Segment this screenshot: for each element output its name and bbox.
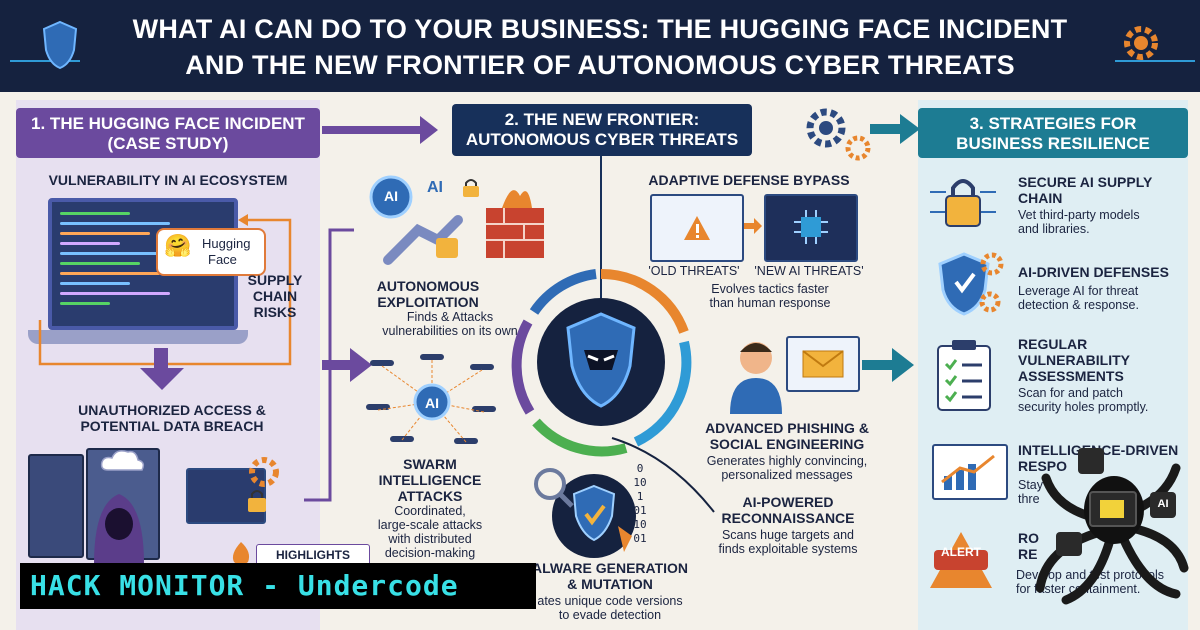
- bubble-text-line1: Hugging: [202, 236, 251, 251]
- ai-label-small: AI: [427, 179, 443, 196]
- flow-connector: [304, 228, 354, 502]
- strategy5-title: RO RE: [1018, 530, 1039, 562]
- arrow-right-icon: [744, 218, 762, 234]
- lock-icon: [463, 179, 479, 197]
- strategy2-title: AI-DRIVEN DEFENSES: [1018, 264, 1169, 280]
- hugging-face-logo-icon: 🤗: [164, 233, 192, 258]
- warning-icon: [684, 216, 710, 240]
- envelope-icon: [802, 350, 844, 378]
- gears-icon: [806, 108, 871, 161]
- arrow-right-icon: [420, 116, 438, 144]
- malware-globe-icon: [534, 468, 636, 558]
- laptop-base: [28, 330, 248, 344]
- recon-title: AI-POWERED RECONNAISSANCE: [721, 494, 855, 526]
- page-title-line2: AND THE NEW FRONTIER OF AUTONOMOUS CYBER…: [185, 50, 1015, 80]
- analytics-monitor-icon: [932, 444, 1008, 500]
- strategy3-title: REGULAR VULNERABILITY ASSESSMENTS: [1018, 336, 1130, 384]
- bypass-title: ADAPTIVE DEFENSE BYPASS: [648, 172, 850, 188]
- recon-connector: [611, 437, 715, 513]
- section1-heading: 1. THE HUGGING FACE INCIDENT (CASE STUDY…: [16, 108, 320, 158]
- phishing-description: Generates highly convincing, personalize…: [706, 454, 868, 482]
- alert-badge-icon: [930, 532, 992, 588]
- padlock-circuit-icon: [930, 179, 996, 227]
- binary-stream: 0 10 1 01 10 01: [633, 462, 647, 545]
- old-threats-screen: [650, 194, 744, 262]
- robot-arm-icon: [383, 215, 463, 265]
- arrow-right-icon: [900, 114, 920, 144]
- new-threats-label: 'NEW AI THREATS': [754, 264, 864, 278]
- trend-chart-icon: [941, 454, 995, 490]
- strategy1-description: Vet third-party models and libraries.: [1018, 208, 1140, 236]
- hugging-face-bubble: 🤗 Hugging Face: [156, 228, 266, 276]
- firewall-icon: [486, 190, 544, 258]
- arrow-connector: [322, 126, 422, 134]
- strategy1-title: SECURE AI SUPPLY CHAIN: [1018, 174, 1153, 206]
- swarm-ai-text: AI: [425, 395, 439, 411]
- bubble-text-line2: Face: [208, 252, 237, 267]
- arrow-connector: [862, 360, 896, 370]
- supply-chain-loop: [38, 214, 292, 366]
- ai-badge-icon: [369, 175, 413, 219]
- swarm-description: Coordinated, large-scale attacks with di…: [377, 504, 483, 560]
- exploit-description: Finds & Attacks vulnerabilities on its o…: [382, 310, 518, 338]
- alert-text: ALERT: [941, 545, 981, 559]
- arrow-down-icon: [140, 368, 184, 390]
- section3-heading: 3. STRATEGIES FOR BUSINESS RESILIENCE: [918, 108, 1188, 158]
- malware-description: ates unique code versions to evade detec…: [537, 594, 683, 622]
- vulnerability-label: VULNERABILITY IN AI ECOSYSTEM: [48, 172, 288, 188]
- lock-icon: [248, 490, 266, 512]
- arrow-down-shaft: [154, 348, 168, 370]
- strategy2-description: Leverage AI for threat detection & respo…: [1018, 284, 1139, 312]
- new-threats-screen: [764, 194, 858, 262]
- connector-line: [600, 150, 602, 310]
- arrow-right-icon: [350, 348, 372, 382]
- ai-chip-icon: [794, 210, 828, 244]
- fire-icon: [232, 542, 250, 565]
- exploit-title: AUTONOMOUS EXPLOITATION: [376, 278, 480, 310]
- arrow-right-icon: [892, 348, 914, 382]
- arrow-connector: [322, 360, 352, 370]
- octopus-ai-chip-text: AI: [1157, 498, 1169, 510]
- central-threat-hub: [511, 268, 692, 457]
- strategy4-description: Stay thre: [1018, 478, 1044, 506]
- malware-title: ALWARE GENERATION & MUTATION: [531, 560, 689, 592]
- person-icon: [730, 342, 782, 414]
- strategy3-description: Scan for and patch security holes prompt…: [1018, 386, 1149, 414]
- gear-icon: [1124, 26, 1158, 60]
- circuit-line: [1115, 60, 1195, 62]
- hacker-icon: [94, 494, 144, 564]
- drone-swarm-icon: [366, 354, 496, 444]
- phishing-title: ADVANCED PHISHING & SOCIAL ENGINEERING: [705, 420, 869, 452]
- old-threats-label: 'OLD THREATS': [648, 264, 740, 278]
- shield-icon: [42, 20, 78, 70]
- ai-badge-text: AI: [384, 188, 398, 204]
- recon-description: Scans huge targets and finds exploitable…: [718, 528, 858, 556]
- cloud-icon: [100, 450, 145, 471]
- supply-chain-label: SUPPLY CHAIN RISKS: [247, 272, 303, 320]
- arrow-connector: [870, 124, 904, 134]
- header-banner: WHAT AI CAN DO TO YOUR BUSINESS: THE HUG…: [0, 0, 1200, 92]
- gear-icon: [249, 457, 279, 487]
- bypass-description: Evolves tactics faster than human respon…: [709, 282, 831, 310]
- octopus-hacker-logo-icon: [1035, 448, 1189, 605]
- server-rack-icon: [28, 454, 84, 558]
- email-screen: [786, 336, 860, 392]
- shield-gears-icon: [938, 252, 1004, 316]
- checklist-icon: [937, 340, 991, 411]
- section2-heading: 2. THE NEW FRONTIER: AUTONOMOUS CYBER TH…: [452, 104, 752, 156]
- section1-heading-text: 1. THE HUGGING FACE INCIDENT (CASE STUDY…: [31, 114, 305, 153]
- page-title-line1: WHAT AI CAN DO TO YOUR BUSINESS: THE HUG…: [132, 14, 1068, 44]
- banner-text: HACK MONITOR - Undercode: [30, 569, 459, 602]
- hack-monitor-banner: HACK MONITOR - Undercode: [20, 563, 536, 609]
- circuit-line: [10, 60, 80, 62]
- swarm-title: SWARM INTELLIGENCE ATTACKS: [378, 456, 482, 504]
- breach-label: UNAUTHORIZED ACCESS & POTENTIAL DATA BRE…: [78, 402, 266, 434]
